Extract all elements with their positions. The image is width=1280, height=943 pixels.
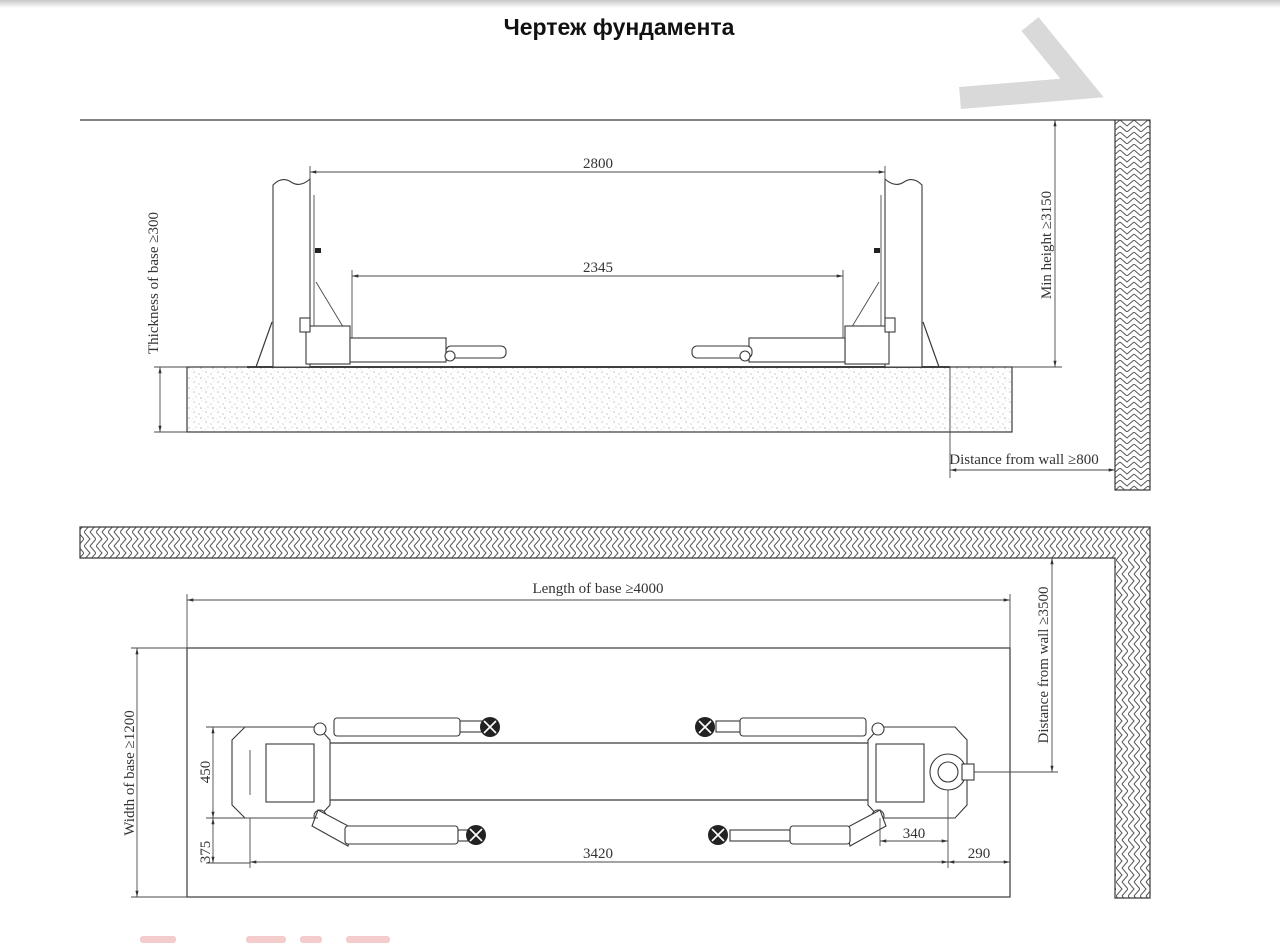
dim-label-2800: 2800 <box>583 156 613 172</box>
left-post-body <box>265 743 315 803</box>
arm-top-right <box>695 717 867 737</box>
dim-wall-distance-800: Distance from wall ≥800 <box>949 367 1115 478</box>
arm-bottom-right <box>708 809 887 847</box>
wall-distance-label: Distance from wall ≥3500 <box>1036 587 1052 744</box>
arm-beam <box>344 825 459 845</box>
dim-plate-offsets: 450 375 <box>198 726 318 864</box>
bottom-logo-fragment <box>140 936 390 943</box>
arm-extension <box>459 720 483 733</box>
left-carriage <box>305 325 351 365</box>
left-lift-arm <box>299 317 507 365</box>
left-post-plate <box>231 722 331 823</box>
right-pad-pivot <box>739 350 751 362</box>
power-unit-motor <box>937 761 959 783</box>
dim-wall-distance-3500: Distance from wall ≥3500 <box>974 558 1058 773</box>
page-top-shade <box>0 0 1280 8</box>
wheel-stop-icon <box>695 717 715 737</box>
dim-power-unit-offset: 340 <box>879 818 948 846</box>
right-carriage <box>844 325 890 365</box>
dim-base-length: Length of base ≥4000 <box>186 581 1011 648</box>
pad-cross <box>711 828 725 842</box>
width-label: Width of base ≥1200 <box>122 710 138 836</box>
right-arm-pad <box>691 345 753 359</box>
left-lock-mark <box>315 248 321 253</box>
elevation-view: 2800 2345 Thickness of base ≥300 Min hei… <box>80 119 1151 491</box>
arm-top-left <box>333 717 500 737</box>
left-column <box>272 177 311 368</box>
dim-edge-offset: 290 <box>948 846 1010 864</box>
left-arm-pad <box>445 345 507 359</box>
arm-extension <box>729 829 791 842</box>
dim-label-3420: 3420 <box>583 846 613 862</box>
left-cylinder-cap <box>299 317 311 333</box>
right-cylinder-cap <box>884 317 896 333</box>
left-arm-beam <box>349 337 447 363</box>
right-lock-mark <box>874 248 880 253</box>
dim-base-thickness: Thickness of base ≥300 <box>146 212 187 433</box>
dim-arm-spacing: 2345 <box>351 260 844 338</box>
arm-bottom-left <box>311 809 486 847</box>
right-post-body <box>875 743 925 803</box>
right-arm-beam <box>748 337 846 363</box>
logo-fragment-1 <box>140 936 176 943</box>
dim-label-290: 290 <box>968 846 991 862</box>
dim-label-340: 340 <box>903 826 926 842</box>
left-column-gusset <box>255 321 273 368</box>
dim-base-width: Width of base ≥1200 <box>122 647 187 898</box>
logo-fragment-3 <box>300 936 322 943</box>
page-title: Чертеж фундамента <box>503 14 735 40</box>
dim-label-450: 450 <box>198 761 214 784</box>
right-column-gusset <box>922 321 940 368</box>
arm-beam <box>739 717 867 737</box>
dim-label-375: 375 <box>198 841 214 864</box>
right-post-plate <box>867 722 975 823</box>
thickness-label: Thickness of base ≥300 <box>146 212 162 354</box>
wheel-stop-icon <box>480 717 500 737</box>
right-column <box>884 177 923 368</box>
left-post-pivot-top <box>313 722 327 736</box>
arm-beam <box>789 825 851 845</box>
wall-distance-label: Distance from wall ≥800 <box>949 452 1098 468</box>
dim-post-spacing: 3420 <box>249 790 949 868</box>
arm-extension <box>715 720 741 733</box>
dim-column-spacing: 2800 <box>309 156 886 182</box>
logo-fragment-4 <box>346 936 390 943</box>
dim-label-2345: 2345 <box>583 260 613 276</box>
wheel-stop-icon <box>466 825 486 845</box>
pad-cross <box>698 720 712 734</box>
power-unit-bracket <box>961 763 975 781</box>
plan-view: Length of base ≥4000 Distance from wall … <box>79 526 1151 899</box>
right-lift-arm <box>691 317 896 365</box>
side-wall-hatched <box>1114 119 1151 491</box>
base-outline <box>186 647 1011 898</box>
pad-cross <box>469 828 483 842</box>
logo-chevron <box>959 17 1104 109</box>
logo-fragment-2 <box>246 936 286 943</box>
min-height-label: Min height ≥3150 <box>1039 191 1055 299</box>
left-pad-pivot <box>444 350 456 362</box>
right-diagonal-brace <box>849 281 880 331</box>
left-diagonal-brace <box>315 281 346 331</box>
arm-beam <box>333 717 461 737</box>
right-post-pivot-top <box>871 722 885 736</box>
dim-min-height: Min height ≥3150 <box>1012 120 1062 368</box>
pad-cross <box>483 720 497 734</box>
concrete-base <box>186 366 1013 433</box>
length-label: Length of base ≥4000 <box>532 581 663 597</box>
logo-watermark-icon <box>959 17 1104 109</box>
corner-wall-hatched <box>79 526 1151 899</box>
wheel-stop-icon <box>708 825 728 845</box>
arm-knuckle <box>845 809 887 847</box>
arm-knuckle <box>311 809 353 847</box>
